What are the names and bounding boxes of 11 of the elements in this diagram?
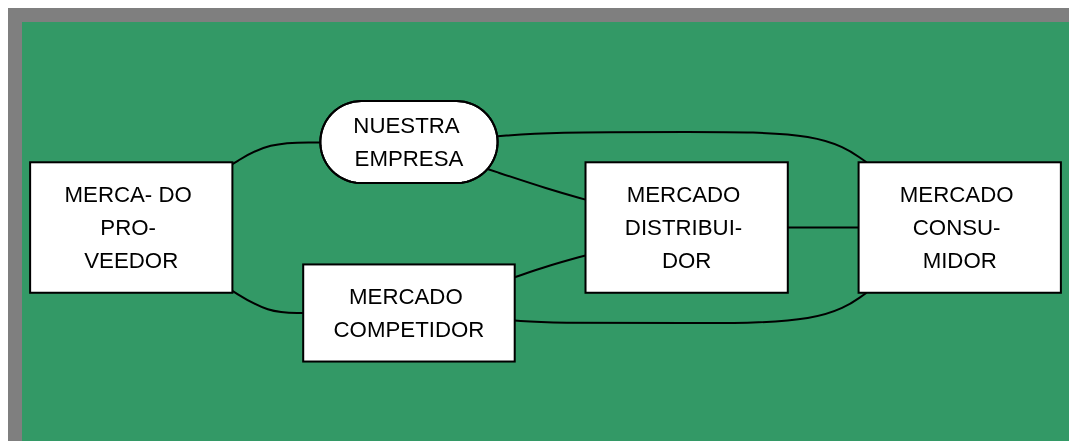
- node-box: [302, 263, 516, 363]
- connector: [487, 168, 586, 201]
- connector: [514, 292, 868, 325]
- diagram: MERCA- DO PRO- VEEDOR NUESTRA EMPRESA MERCADO DISTRIBUI- DOR MERCADO CONSU- MIDOR MERCADO COMPETIDOR: [22, 93, 1069, 370]
- connector: [514, 254, 586, 279]
- node-box: [29, 161, 234, 294]
- node-box: [857, 161, 1062, 294]
- connector: [787, 226, 859, 229]
- connector: [231, 290, 304, 315]
- node-box: [584, 161, 789, 294]
- connector: [231, 141, 321, 166]
